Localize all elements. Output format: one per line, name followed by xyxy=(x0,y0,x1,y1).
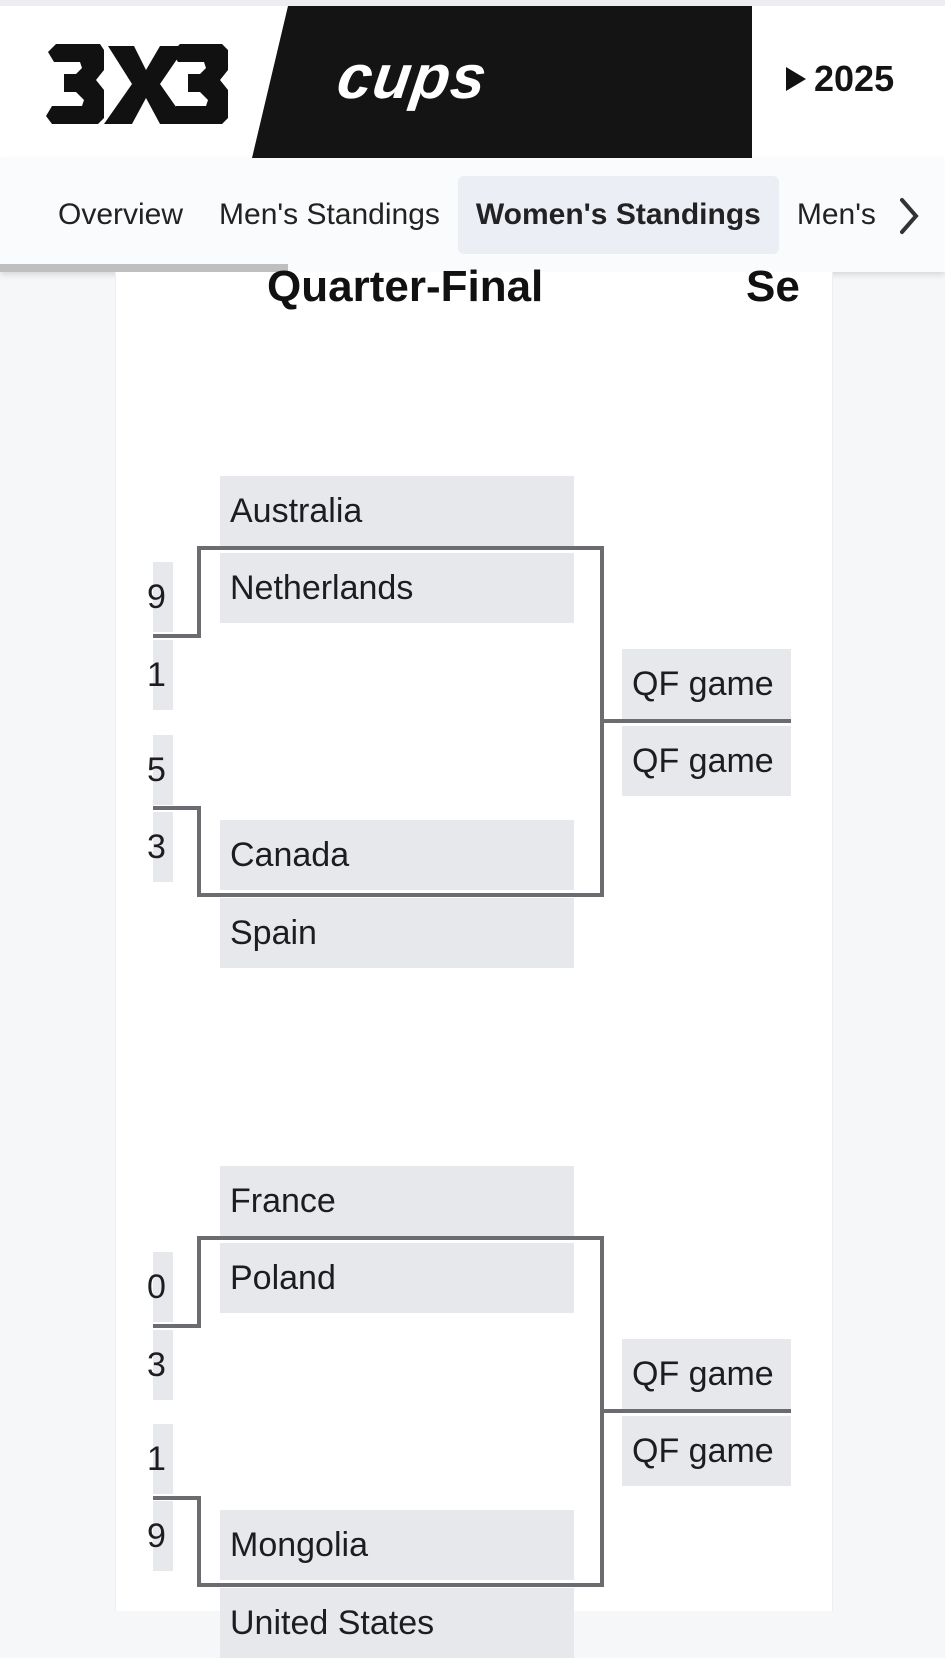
year-label: 2025 xyxy=(814,58,895,99)
chevron-right-icon[interactable] xyxy=(896,196,922,236)
team-cell[interactable]: Poland xyxy=(220,1243,574,1313)
team-cell[interactable]: United States xyxy=(220,1588,574,1658)
bracket-line xyxy=(600,1409,791,1413)
qf-game-slot[interactable]: QF game xyxy=(622,1339,791,1409)
tab-womens-standings[interactable]: Women's Standings xyxy=(457,176,779,254)
qf-game-slot[interactable]: QF game xyxy=(622,1416,791,1486)
team-cell[interactable]: Canada xyxy=(220,820,574,890)
team-cell[interactable]: France xyxy=(220,1166,574,1236)
tab-overview[interactable]: Overview xyxy=(58,198,184,231)
prev-score: 0 xyxy=(147,1252,173,1322)
play-triangle-icon xyxy=(786,67,806,91)
bracket-line xyxy=(197,1236,201,1328)
bracket-line xyxy=(153,1324,200,1328)
bracket-line xyxy=(153,806,200,810)
bracket-line xyxy=(197,546,201,638)
bracket-line xyxy=(197,893,604,897)
prev-score: 1 xyxy=(147,1424,173,1494)
team-cell[interactable]: Spain xyxy=(220,898,574,968)
prev-score: 1 xyxy=(147,640,173,710)
quarter-final-title: Quarter-Final xyxy=(267,262,544,311)
bracket-line xyxy=(600,719,791,723)
semi-final-title-clip: Se xyxy=(746,262,800,312)
team-cell[interactable]: Australia xyxy=(220,476,574,546)
prev-score: 5 xyxy=(147,735,173,805)
bracket-line xyxy=(197,1583,604,1587)
prev-score: 3 xyxy=(147,812,173,882)
qf-game-slot[interactable]: QF game xyxy=(622,726,791,796)
tab-navigation: Overview Men's Standings Women's Standin… xyxy=(0,158,945,272)
bracket-line xyxy=(197,1496,201,1587)
bracket-line xyxy=(197,806,201,897)
bracket-line xyxy=(153,634,200,638)
cups-label: cups xyxy=(333,43,492,112)
bracket-line xyxy=(153,1496,200,1500)
team-cell[interactable]: Netherlands xyxy=(220,553,574,623)
3x3-logo[interactable] xyxy=(42,40,232,128)
top-strip xyxy=(0,0,945,6)
bracket-line xyxy=(197,1236,604,1240)
qf-game-slot[interactable]: QF game xyxy=(622,649,791,719)
cups-banner: cups xyxy=(252,6,752,158)
semi-final-title: Se xyxy=(746,262,800,311)
tab-mens-standings[interactable]: Men's Standings xyxy=(219,198,440,231)
bracket-line xyxy=(197,546,604,550)
team-cell[interactable]: Mongolia xyxy=(220,1510,574,1580)
tab-mens-bracket[interactable]: Men's xyxy=(796,198,876,231)
tab-scroll-indicator xyxy=(0,264,288,272)
prev-score: 9 xyxy=(147,1501,173,1571)
prev-score: 3 xyxy=(147,1330,173,1400)
year-selector-button[interactable]: 2025 xyxy=(786,58,894,100)
prev-score: 9 xyxy=(147,562,173,632)
site-header: cups 2025 xyxy=(0,6,945,158)
